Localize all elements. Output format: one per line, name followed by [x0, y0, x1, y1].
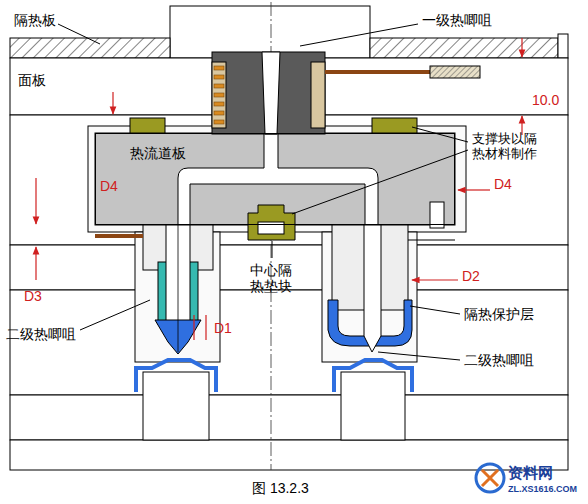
leader-line: [58, 24, 468, 360]
dimension: D2: [462, 268, 480, 284]
coil-turn: [214, 84, 224, 88]
core: [143, 372, 405, 440]
coil-turn: [214, 66, 224, 70]
watermark-logo: [476, 464, 504, 492]
sprue-bushing: [212, 52, 325, 134]
left-nozzle: [95, 225, 213, 354]
figure-caption: 图 13.2.3: [252, 480, 309, 496]
watermark: ZL.XS1616.COM: [508, 484, 577, 494]
heater-wire: [325, 70, 430, 74]
note: 支撑块以隔热材料制作: [472, 132, 542, 162]
node-label: 热流道板: [130, 145, 186, 163]
dimension: D4: [494, 176, 512, 192]
center-insulator: [248, 205, 295, 240]
manifold-plate: 热流道板: [95, 133, 455, 225]
watermark: 资料网: [508, 464, 553, 481]
center-insulator: [258, 222, 284, 234]
dimension: 10.0: [532, 92, 559, 108]
part-name: 隔热保护层: [464, 306, 534, 322]
wire-connector: [430, 66, 480, 78]
part-name: 二级热唧咀: [6, 326, 76, 342]
part-name: 隔热板: [14, 12, 56, 28]
part-name: 中心隔热垫块: [250, 262, 296, 294]
dimension-arrow: [36, 38, 522, 340]
part-name: 面板: [18, 72, 46, 88]
coil-turn: [214, 102, 224, 106]
coil-turn: [214, 111, 224, 115]
part-name: 二级热唧咀: [464, 352, 534, 368]
coil-turn: [214, 93, 224, 97]
dimension: D4: [100, 178, 118, 194]
support-block: [372, 118, 417, 133]
dimension: D1: [214, 320, 232, 336]
part-name: 一级热唧咀: [422, 12, 492, 28]
plates: [10, 6, 568, 470]
support-block: [130, 118, 165, 133]
coil-turn: [214, 120, 224, 124]
dimension: D3: [24, 288, 42, 304]
coil-turn: [214, 75, 224, 79]
